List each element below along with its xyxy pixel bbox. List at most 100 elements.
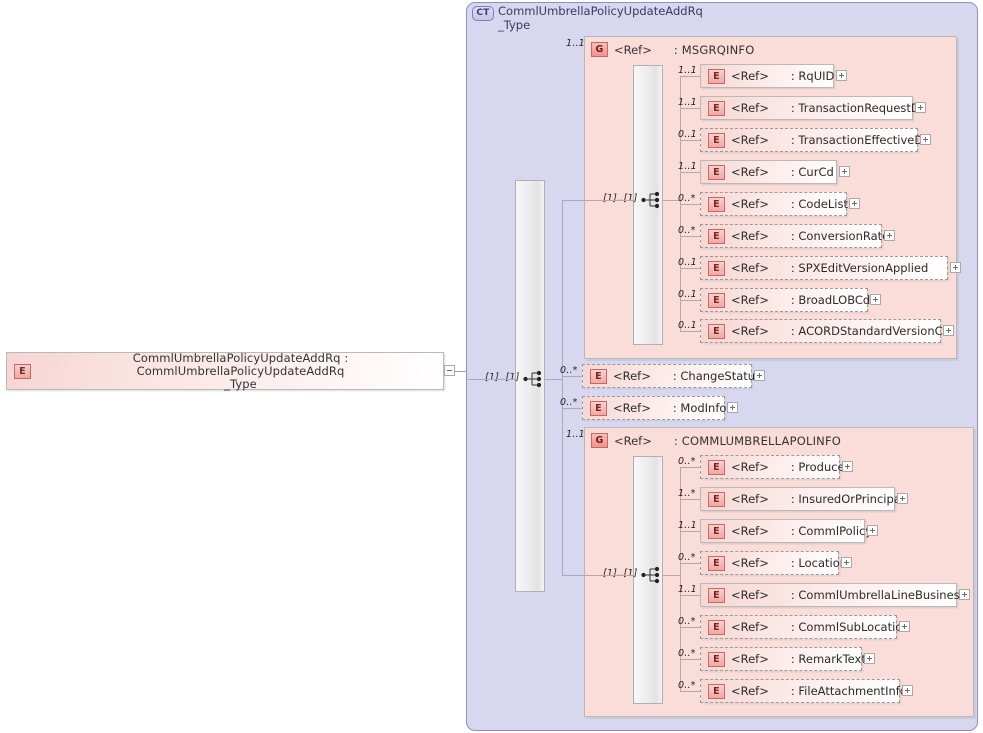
element-ref-label: <Ref>	[731, 261, 769, 275]
element-ref-label: <Ref>	[731, 197, 769, 211]
expand-toggle[interactable]	[943, 325, 954, 336]
element-row-modinfo[interactable]: E <Ref> : ModInfo	[582, 396, 727, 420]
expand-toggle[interactable]	[842, 461, 853, 472]
element-name-label: : FileAttachmentInfo	[790, 684, 907, 698]
expand-toggle[interactable]	[950, 262, 961, 273]
element-name-label: : ACORDStandardVersionCd	[790, 324, 950, 338]
element-badge: E	[708, 196, 725, 212]
connector-row	[680, 204, 700, 205]
element-row-commlumbrellalinebusiness[interactable]: E <Ref> : CommlUmbrellaLineBusiness	[700, 583, 966, 607]
element-badge: E	[708, 164, 725, 180]
element-name-label: : ConversionRate	[790, 229, 890, 243]
row-cardinality: 1..1	[678, 584, 697, 595]
connector-row	[680, 76, 700, 77]
connector-row	[680, 140, 700, 141]
group-header-commlumbrellapolinfo[interactable]: G <Ref> : COMMLUMBRELLAPOLINFO	[591, 433, 841, 448]
connector-groupbar-out-polinfo	[663, 575, 680, 576]
root-element-label: CommlUmbrellaPolicyUpdateAddRq : CommlUm…	[132, 350, 349, 391]
element-row-conversionrate[interactable]: E <Ref> : ConversionRate	[700, 224, 889, 248]
element-name-label: : CommlSubLocation	[790, 620, 910, 634]
expand-toggle[interactable]	[841, 557, 852, 568]
complextype-title: CommlUmbrellaPolicyUpdateAddRq _Type	[498, 4, 703, 32]
element-badge: E	[708, 491, 725, 507]
element-row-changestatus[interactable]: E <Ref> : ChangeStatus	[582, 364, 761, 388]
element-ref-label: <Ref>	[731, 165, 769, 179]
element-row-insuredorprincipal[interactable]: E <Ref> : InsuredOrPrincipal	[700, 487, 904, 511]
group-name-label: : MSGRQINFO	[673, 42, 755, 57]
element-ref-label: <Ref>	[731, 133, 769, 147]
element-row-broadlobcd[interactable]: E <Ref> : BroadLOBCd	[700, 288, 871, 312]
connector-row	[680, 331, 700, 332]
element-row-spxeditversionapplied[interactable]: E <Ref> : SPXEditVersionApplied	[700, 256, 948, 280]
row-cardinality: 0..1	[678, 320, 697, 331]
group-header-msgrqinfo[interactable]: G <Ref> : MSGRQINFO	[591, 42, 754, 57]
element-ref-label: <Ref>	[731, 293, 769, 307]
element-name-label: : CommlUmbrellaLineBusiness	[790, 588, 966, 602]
element-name-label: : CommlPolicy	[790, 524, 873, 538]
connector-row	[680, 499, 700, 500]
element-row-codelist[interactable]: E <Ref> : CodeList	[700, 192, 848, 216]
expand-toggle[interactable]	[902, 685, 913, 696]
group-ref-label: <Ref>	[614, 433, 652, 448]
row-cardinality: 0..*	[678, 680, 696, 691]
element-badge: E	[708, 619, 725, 635]
element-row-remarktext[interactable]: E <Ref> : RemarkText	[700, 647, 866, 671]
element-name-label: : Location	[790, 556, 848, 570]
expand-toggle[interactable]	[867, 525, 878, 536]
group-badge: G	[591, 42, 608, 57]
connector-row	[680, 172, 700, 173]
element-ref-label: <Ref>	[731, 684, 769, 698]
row-cardinality-modinfo: 0..*	[560, 397, 578, 408]
connector-row	[680, 467, 700, 468]
row-cardinality: 1..*	[678, 488, 696, 499]
element-row-transactioneffectivedt[interactable]: E <Ref> : TransactionEffectiveDt	[700, 128, 928, 152]
expand-toggle[interactable]	[899, 621, 910, 632]
element-row-rquid[interactable]: E <Ref> : RqUID	[700, 64, 834, 88]
expand-toggle[interactable]	[870, 294, 881, 305]
root-element-box[interactable]: E CommlUmbrellaPolicyUpdateAddRq : Comml…	[6, 350, 444, 391]
expand-toggle[interactable]	[754, 370, 765, 381]
element-ref-label: <Ref>	[731, 229, 769, 243]
expand-toggle[interactable]	[920, 134, 931, 145]
element-name-label: : ModInfo	[672, 401, 727, 415]
element-row-fileattachmentinfo[interactable]: E <Ref> : FileAttachmentInfo	[700, 679, 907, 703]
compositor-cardinality-msgrqinfo: [1]..[1]	[603, 193, 638, 204]
expand-toggle[interactable]	[849, 198, 860, 209]
row-cardinality: 0..*	[678, 225, 696, 236]
element-row-curcd[interactable]: E <Ref> : CurCd	[700, 160, 837, 184]
connector-row	[680, 691, 700, 692]
row-cardinality: 0..1	[678, 289, 697, 300]
root-collapse-toggle[interactable]	[444, 365, 455, 376]
expand-toggle[interactable]	[915, 102, 926, 113]
element-row-commlsublocation[interactable]: E <Ref> : CommlSubLocation	[700, 615, 910, 639]
element-badge: E	[708, 260, 725, 276]
expand-toggle[interactable]	[864, 653, 875, 664]
element-name-label: : BroadLOBCd	[790, 293, 871, 307]
sequence-compositor-icon-commlumbrellapolinfo	[641, 566, 660, 584]
row-cardinality: 0..1	[678, 257, 697, 268]
element-row-acordstandardversioncd[interactable]: E <Ref> : ACORDStandardVersionCd	[700, 319, 950, 343]
expand-toggle[interactable]	[727, 402, 738, 413]
element-name-label: : CurCd	[790, 165, 834, 179]
element-badge: E	[14, 364, 31, 379]
expand-toggle[interactable]	[836, 70, 847, 81]
element-row-location[interactable]: E <Ref> : Location	[700, 551, 847, 575]
expand-toggle[interactable]	[897, 493, 908, 504]
expand-toggle[interactable]	[959, 589, 970, 600]
element-badge: E	[708, 651, 725, 667]
element-badge: E	[590, 400, 607, 416]
element-name-label: : CodeList	[790, 197, 848, 211]
element-name-label: : ChangeStatus	[672, 369, 762, 383]
connector-bar-out-root	[545, 379, 563, 380]
connector-row	[680, 268, 700, 269]
element-row-transactionrequestdt[interactable]: E <Ref> : TransactionRequestDt	[700, 96, 924, 120]
element-badge: E	[708, 323, 725, 339]
expand-toggle[interactable]	[884, 230, 895, 241]
expand-toggle[interactable]	[839, 166, 850, 177]
complextype-badge: CT	[472, 6, 494, 21]
element-row-producer[interactable]: E <Ref> : Producer	[700, 455, 849, 479]
compositor-cardinality-commlumbrellapolinfo: [1]..[1]	[603, 568, 638, 579]
compositor-cardinality-root: [1]..[1]	[485, 372, 520, 383]
connector-row	[680, 300, 700, 301]
element-row-commlpolicy[interactable]: E <Ref> : CommlPolicy	[700, 519, 872, 543]
